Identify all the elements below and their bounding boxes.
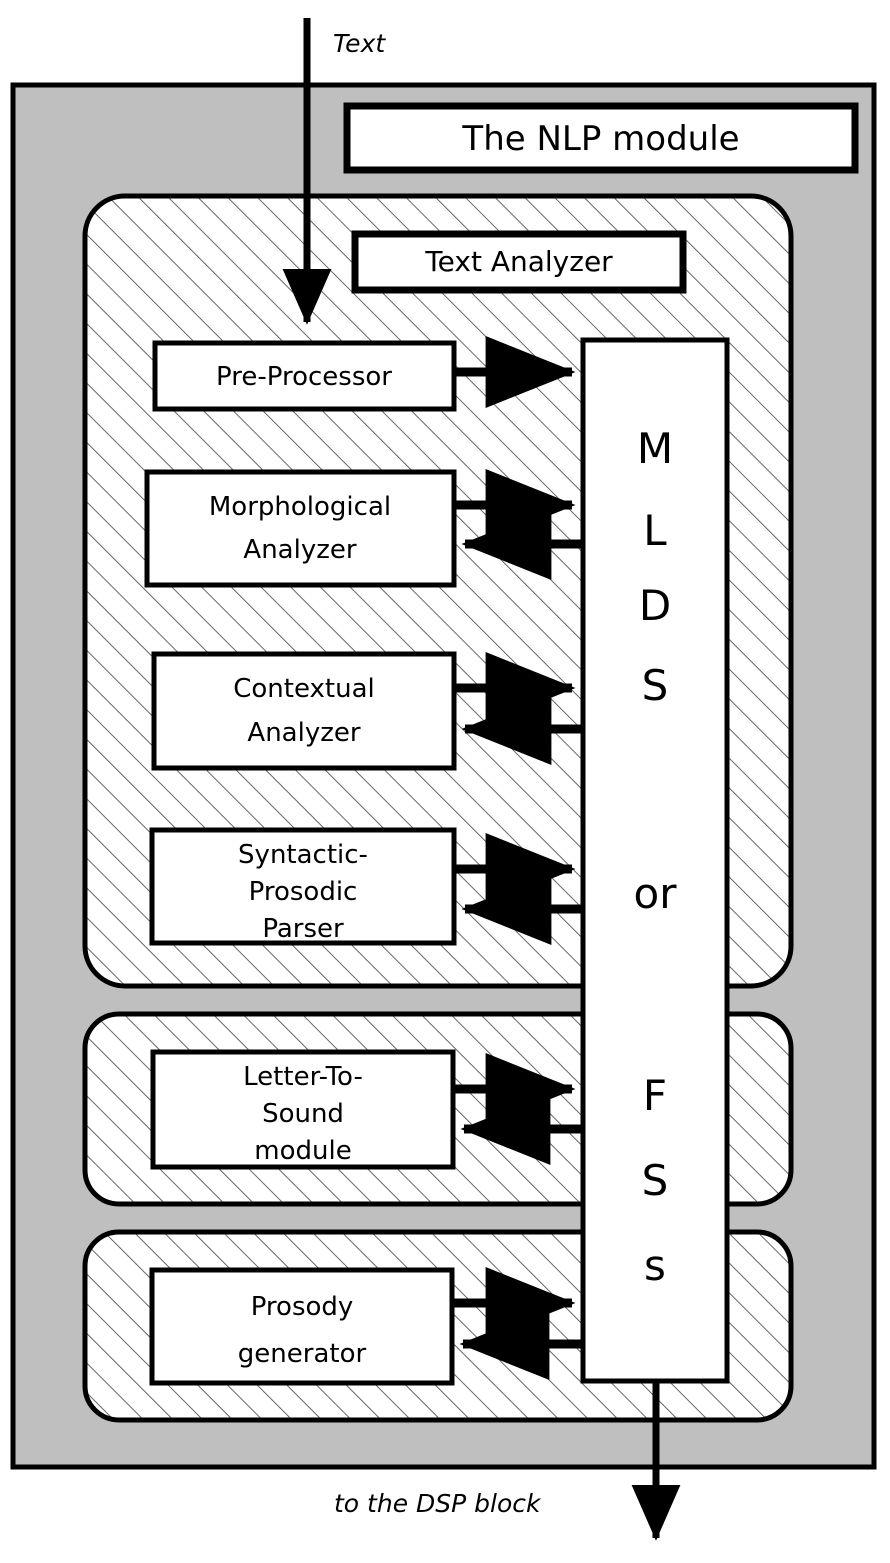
mlds-letter-d: D — [639, 581, 671, 630]
morphological-analyzer-label-line1: Morphological — [209, 492, 391, 522]
syntactic-prosodic-parser-label-line1: Syntactic- — [238, 840, 368, 870]
text-input-label: Text — [333, 29, 386, 58]
prosody-generator-block — [149, 1267, 455, 1386]
mlds-fss-column — [580, 337, 730, 1384]
text-analyzer-title: Text Analyzer — [424, 245, 613, 278]
syntactic-prosodic-parser-block — [149, 827, 457, 946]
letter-to-sound-module-block — [150, 1049, 456, 1170]
contextual-analyzer-label-line2: Analyzer — [247, 718, 360, 748]
syntactic-prosodic-parser-label-line2: Prosodic — [249, 877, 358, 907]
text-analyzer-title-box — [351, 230, 687, 294]
pre-processor-label: Pre-Processor — [216, 362, 392, 392]
mlds-conjunction-or: or — [634, 869, 678, 918]
pre-processor-block — [152, 340, 457, 412]
morphological-analyzer-label-line2: Analyzer — [243, 535, 356, 565]
letter-to-sound-module-label-line2: Sound — [262, 1099, 344, 1129]
nlp-module-title: The NLP module — [461, 119, 739, 159]
nlp-module-title-box — [343, 102, 859, 174]
mlds-letter-s: S — [642, 661, 669, 710]
dsp-output-label: to the DSP block — [334, 1489, 542, 1518]
syntactic-prosodic-parser-label-line3: Parser — [262, 914, 344, 944]
fss-letter-f: F — [643, 1071, 667, 1120]
prosody-generator-label-line1: Prosody — [251, 1292, 354, 1322]
mlds-letter-l: L — [643, 506, 667, 555]
contextual-analyzer-block — [151, 651, 457, 771]
letter-to-sound-module-label-line1: Letter-To- — [243, 1062, 363, 1092]
letter-to-sound-module-label-line3: module — [254, 1136, 351, 1166]
fss-letter-s-upper: S — [642, 1156, 669, 1205]
contextual-analyzer-label-line1: Contextual — [233, 674, 375, 704]
prosody-generator-label-line2: generator — [238, 1339, 367, 1369]
mlds-letter-m: M — [637, 424, 673, 473]
fss-letter-s-lower: s — [644, 1241, 666, 1290]
morphological-analyzer-block — [144, 469, 457, 588]
